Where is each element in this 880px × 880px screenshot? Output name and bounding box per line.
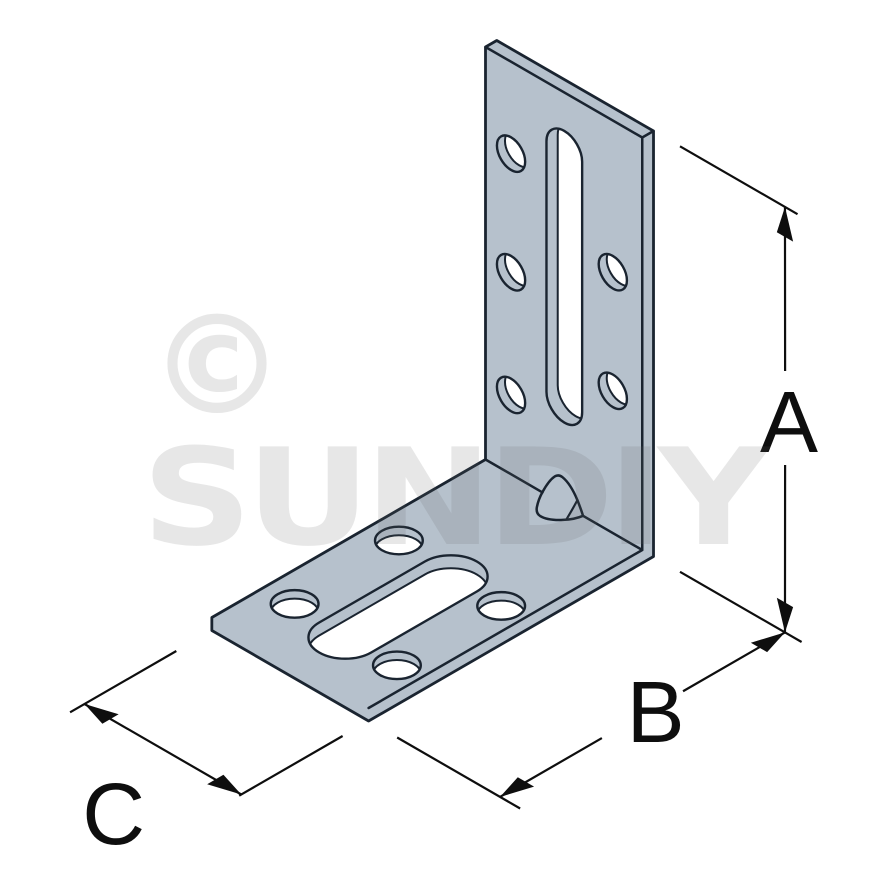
top-hole-4 (371, 650, 422, 681)
arrowhead (776, 206, 794, 242)
front-hole-3 (495, 375, 527, 415)
watermark: © SUNDIY (142, 287, 778, 577)
top-hole-2 (269, 588, 320, 619)
arrowhead (499, 777, 535, 797)
dimension-a (679, 145, 803, 643)
dimension-c (69, 650, 344, 797)
front-hole-2 (495, 252, 527, 292)
bracket-body (211, 40, 654, 721)
extension-line (396, 736, 521, 810)
top-hole-3 (476, 590, 527, 621)
dimension-b (396, 631, 786, 810)
front-slot (545, 127, 584, 427)
label-c: C (82, 766, 145, 863)
arrowhead (207, 774, 242, 795)
extension-line (679, 570, 803, 643)
bracket-outline (210, 39, 655, 723)
dimension-labels: A B C (82, 374, 818, 863)
extension-line (679, 145, 799, 216)
watermark-copyright-icon: © (149, 287, 286, 446)
label-b: B (627, 664, 685, 761)
gusset-rib-crease (565, 499, 579, 520)
top-hole-1 (373, 525, 424, 556)
bracket (210, 39, 655, 723)
dimension-line (83, 703, 242, 796)
extension-line (69, 650, 177, 714)
front-hole-4 (597, 252, 629, 292)
arrowhead (84, 704, 119, 724)
bracket-edges (367, 45, 655, 710)
front-hole-5 (597, 371, 629, 411)
dimensions (69, 145, 803, 810)
extension-line (238, 735, 344, 797)
watermark-brand: SUNDIY (142, 421, 771, 577)
arrowhead (776, 597, 794, 633)
arrowhead (750, 632, 785, 653)
label-a: A (760, 374, 818, 471)
front-hole-1 (495, 134, 527, 174)
